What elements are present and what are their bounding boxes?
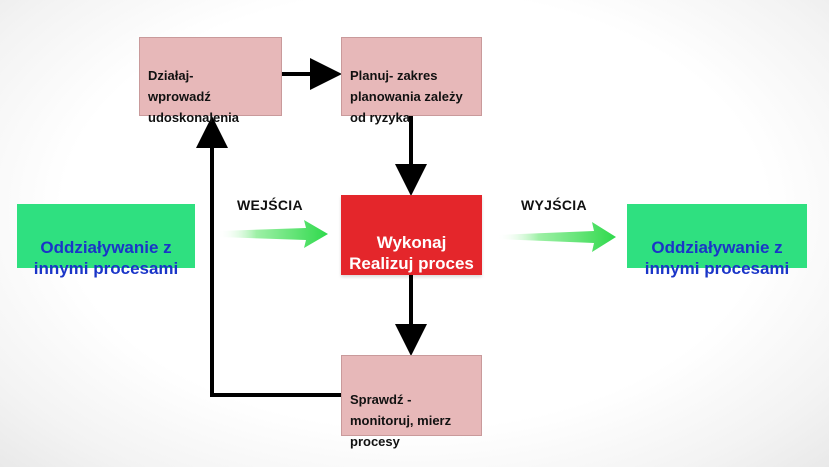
right-interaction-box: Oddziaływanie z innymi procesami xyxy=(627,204,807,278)
left-interaction-text: Oddziaływanie z innymi procesami xyxy=(33,238,179,278)
plan-box-text: Planuj- zakres planowania zależy od ryzy… xyxy=(350,68,463,125)
do-box-text: Wykonaj Realizuj proces xyxy=(349,233,474,273)
check-box: Sprawdź - monitoruj, mierz procesy xyxy=(341,355,482,449)
act-box: Działaj- wprowadź udoskonalenia xyxy=(139,37,282,125)
plan-box: Planuj- zakres planowania zależy od ryzy… xyxy=(341,37,482,125)
outputs-arrow xyxy=(497,222,616,252)
right-interaction-text: Oddziaływanie z innymi procesami xyxy=(644,238,790,278)
inputs-label: WEJŚCIA xyxy=(237,197,303,213)
outputs-label: WYJŚCIA xyxy=(521,197,587,213)
check-box-text: Sprawdź - monitoruj, mierz procesy xyxy=(350,392,452,449)
inputs-arrow xyxy=(218,220,328,248)
act-box-text: Działaj- wprowadź udoskonalenia xyxy=(148,68,240,125)
do-box: Wykonaj Realizuj proces xyxy=(341,195,482,275)
arrow-check-to-act xyxy=(196,116,341,397)
left-interaction-box: Oddziaływanie z innymi procesami xyxy=(17,204,195,278)
